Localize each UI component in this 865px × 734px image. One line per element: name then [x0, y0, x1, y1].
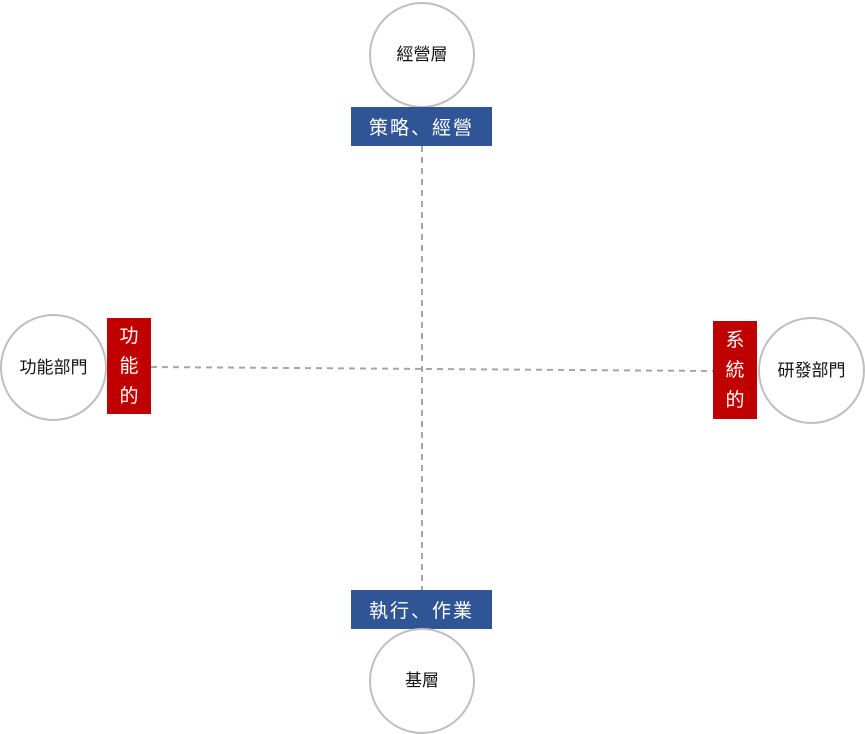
right-label: 系統的: [713, 321, 757, 419]
left-circle: 功能部門: [0, 314, 107, 421]
top-circle: 經營層: [369, 2, 475, 108]
left-label: 功能的: [107, 318, 151, 414]
right-circle-text: 研發部門: [777, 360, 846, 381]
top-label: 策略、經營: [351, 107, 492, 146]
top-label-text: 策略、經營: [368, 117, 474, 139]
horizontal-dashed-axis: [150, 366, 714, 372]
bottom-circle: 基層: [369, 628, 475, 734]
left-label-text: 功能的: [119, 325, 139, 407]
bottom-circle-text: 基層: [405, 671, 439, 691]
bottom-label-text: 執行、作業: [368, 600, 474, 622]
right-label-text: 系統的: [725, 329, 745, 411]
top-circle-text: 經營層: [396, 45, 448, 65]
left-circle-text: 功能部門: [19, 357, 88, 378]
bottom-label: 執行、作業: [351, 590, 492, 629]
right-circle: 研發部門: [758, 317, 865, 424]
